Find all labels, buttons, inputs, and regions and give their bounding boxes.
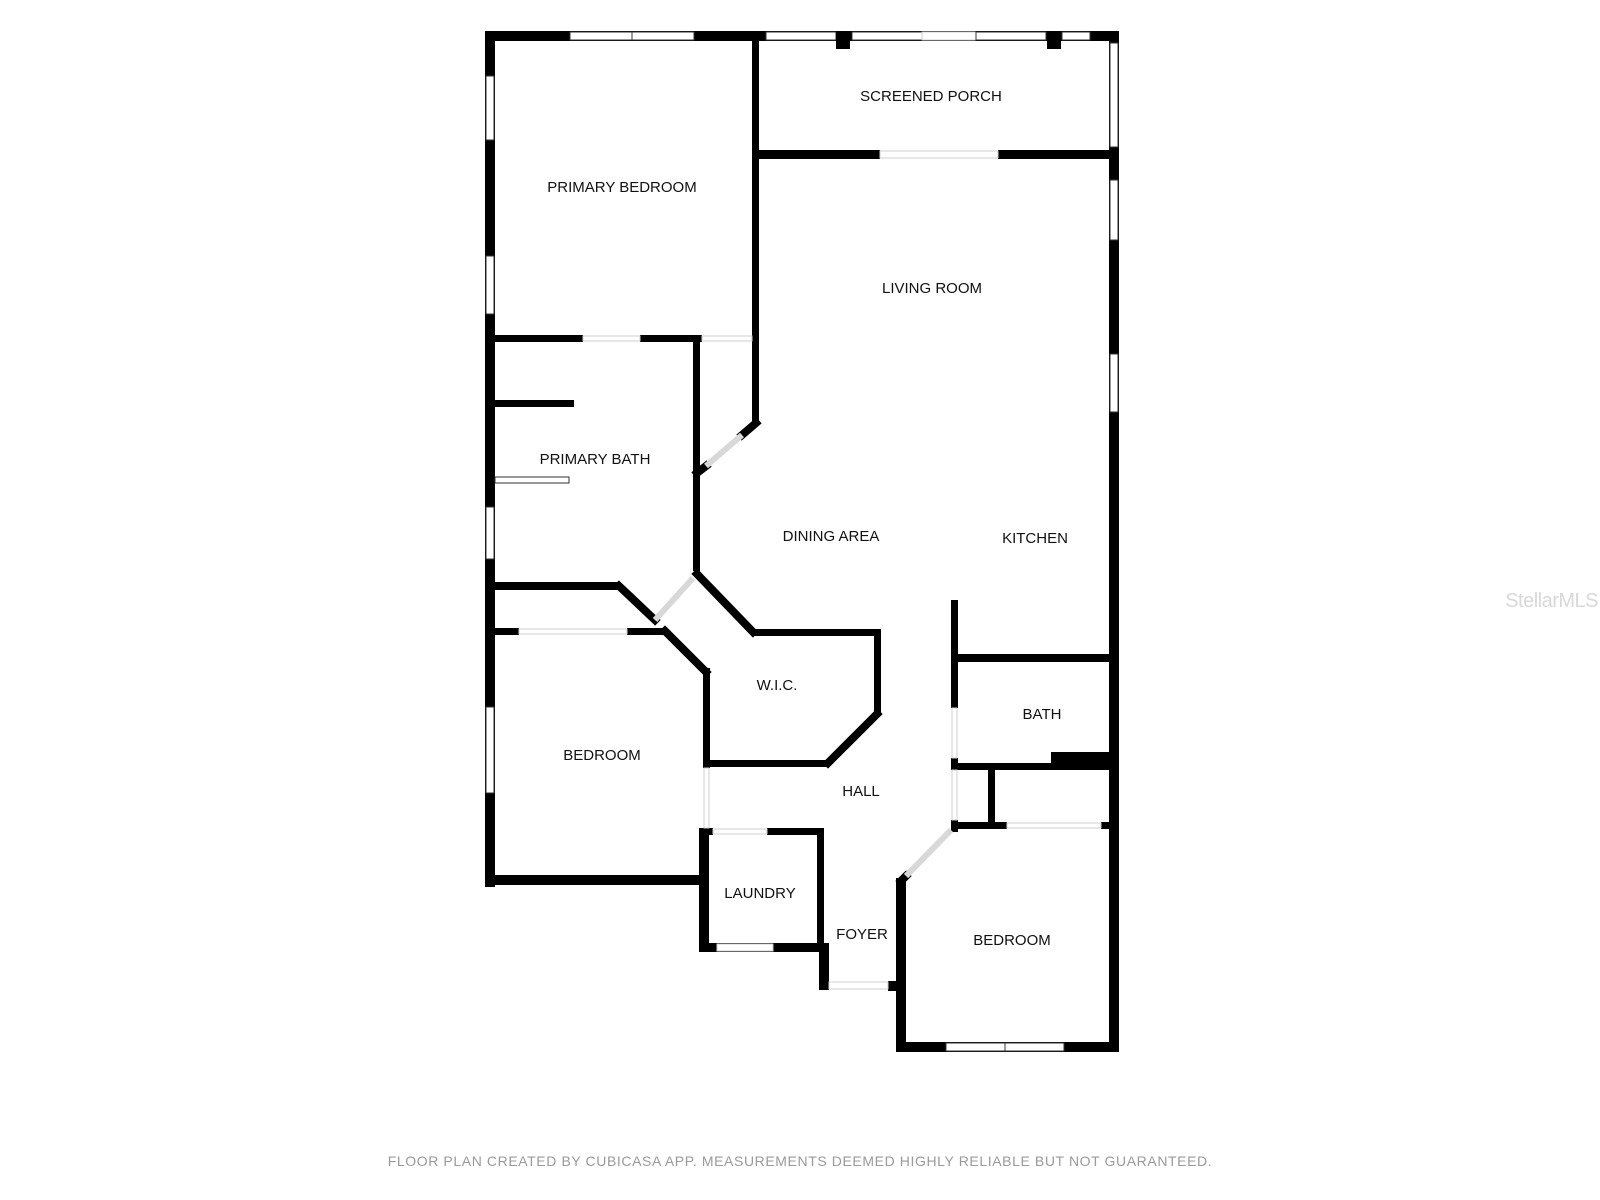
disclaimer-text: FLOOR PLAN CREATED BY CUBICASA APP. MEAS…: [387, 1153, 1213, 1169]
wall-bedroom-left-right: [703, 668, 710, 768]
room-label-bedroom-right: BEDROOM: [973, 932, 1051, 949]
wall-bath-counter: [1051, 752, 1111, 770]
wall-bath-left-jamb: [951, 758, 958, 770]
openings: [518, 150, 1102, 990]
room-label-primary-bedroom: PRIMARY BEDROOM: [547, 179, 696, 196]
opening-bedroom-left-hall: [703, 767, 710, 829]
window-porch-top-3: [975, 31, 1047, 41]
opening-laundry-bottom: [716, 943, 774, 952]
room-label-wic: W.I.C.: [757, 677, 798, 694]
wall-wic-angle-bottom: [822, 708, 883, 769]
room-label-foyer: FOYER: [836, 926, 888, 943]
window-primary-bedroom-left-1: [485, 75, 495, 141]
opening-porch-living: [879, 150, 999, 159]
wall-bath-bottom: [951, 763, 1051, 770]
mullion-porch-1: [836, 31, 850, 49]
room-label-bath: BATH: [1023, 706, 1062, 723]
wall-primary-bath-right: [693, 335, 700, 478]
opening-bath-angle: [652, 575, 696, 623]
wall-bath-angle-b: [613, 580, 661, 626]
wall-bath-stub: [495, 400, 574, 407]
opening-primary-bedroom-bath: [582, 335, 641, 342]
room-label-bedroom-left: BEDROOM: [563, 747, 641, 764]
window-primary-bath-left: [485, 506, 495, 560]
opening-laundry-hall: [712, 828, 768, 835]
opening-bath-hall: [951, 707, 958, 759]
wall-primary-bedroom-bottom-a: [495, 335, 583, 342]
wall-right: [1109, 31, 1119, 1052]
wall-laundry-right: [817, 828, 824, 946]
window-living-right-2: [1109, 353, 1119, 413]
wall-porch-bottom-left: [752, 150, 880, 159]
wall-bedroom-left-bottom: [485, 875, 707, 885]
wall-primary-bath-bottom: [495, 582, 619, 590]
window-porch-top-1: [765, 31, 837, 41]
opening-bedroom-right-angle: [903, 827, 954, 879]
room-label-hall: HALL: [842, 783, 880, 800]
window-primary-bedroom-left-2: [485, 255, 495, 315]
window-living-right-1: [1109, 179, 1119, 241]
opening-porch-top: [921, 31, 977, 41]
wall-bedroom-right-angle: [895, 870, 912, 887]
wall-primary-bath-right-lower: [693, 478, 700, 571]
wall-bedroom-left-top-b: [627, 628, 665, 635]
opening-front-door: [828, 981, 889, 990]
interior-walls: [495, 41, 1111, 946]
room-label-screened-porch: SCREENED PORCH: [860, 88, 1002, 105]
wall-wic-right: [874, 629, 881, 716]
wall-left-upper: [485, 31, 495, 887]
wall-wic-angle-top: [691, 568, 759, 638]
wall-foyer-right-jamb: [888, 981, 898, 991]
wall-primary-bedroom-right: [752, 41, 759, 425]
room-label-kitchen: KITCHEN: [1002, 530, 1068, 547]
wall-laundry-left: [699, 828, 709, 952]
window-porch-top-2: [851, 31, 923, 41]
wall-bath-top: [951, 654, 1109, 662]
room-label-laundry: LAUNDRY: [724, 885, 795, 902]
wall-wic-top: [752, 629, 879, 636]
wall-primary-bedroom-bottom-b: [640, 335, 702, 342]
wall-foyer-left: [819, 943, 829, 990]
opening-closet-angle: [704, 432, 744, 469]
wall-porch-bottom-right: [998, 150, 1109, 159]
shower-glass: [494, 476, 570, 484]
wall-bath-angle-a: [691, 460, 712, 479]
wall-wic-bottom: [703, 760, 829, 767]
opening-bedroom-left-closet: [518, 628, 628, 635]
wall-bedroom-right-top-b: [1101, 822, 1111, 829]
window-bedroom-left-left: [485, 706, 495, 794]
room-label-living-room: LIVING ROOM: [882, 280, 982, 297]
window-porch-right: [1109, 42, 1119, 148]
wall-bedroom-left-top-a: [495, 628, 519, 635]
wall-closet-angle-primary-bath: [736, 417, 762, 441]
windows: [485, 31, 1119, 1052]
mullion-porch-2: [1047, 31, 1061, 49]
wall-closet-divider: [988, 770, 995, 826]
wall-bedroom-right-left: [896, 878, 906, 1052]
wall-laundry-top-b: [767, 828, 823, 835]
opening-bedroom-right-closet: [1006, 822, 1102, 829]
window-porch-top-4: [1061, 31, 1091, 41]
room-label-primary-bath: PRIMARY BATH: [540, 451, 651, 468]
angled-walls: [613, 417, 912, 887]
wall-bedroom-left-angle: [659, 625, 712, 678]
angled-openings: [652, 432, 954, 879]
wall-bedroom-right-top-a: [951, 822, 1007, 829]
watermark-logo: StellarMLS: [1505, 590, 1598, 612]
room-label-dining-area: DINING AREA: [783, 528, 880, 545]
opening-closet-hall: [951, 769, 958, 821]
room-labels: SCREENED PORCH PRIMARY BEDROOM LIVING RO…: [540, 88, 1068, 949]
wall-hall-jamb: [951, 820, 958, 832]
opening-primary-bedroom-closet: [701, 335, 753, 342]
wall-laundry-top-a: [703, 828, 713, 835]
